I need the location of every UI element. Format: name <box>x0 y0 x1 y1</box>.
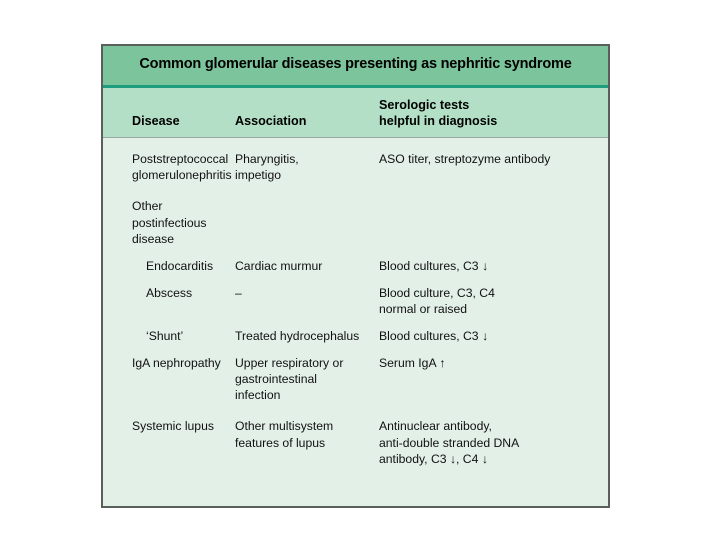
cell-disease: Abscess <box>146 285 193 300</box>
column-header-disease: Disease <box>132 113 180 128</box>
cell-association: – <box>235 285 242 300</box>
table-header-band: Disease Association Serologic tests help… <box>103 87 608 139</box>
cell-disease: Endocarditis <box>146 258 214 273</box>
cell-serologic-tests: ASO titer, streptozyme antibody <box>379 152 551 167</box>
table-title: Common glomerular diseases presenting as… <box>139 56 572 72</box>
column-header-serologic-tests: Serologic tests helpful in diagnosis <box>379 97 498 128</box>
cell-disease: ‘Shunt’ <box>146 329 184 344</box>
table-row: Other postinfectious disease <box>103 198 608 246</box>
table-row: IgA nephropathy Upper respiratory or gast… <box>103 355 608 403</box>
glomerular-disease-table: Common glomerular diseases presenting as… <box>101 44 610 508</box>
cell-disease: Poststreptococcal glomerulonephritis <box>132 152 232 183</box>
cell-serologic-tests: Antinuclear antibody, anti-double strand… <box>379 419 520 466</box>
cell-association: Other multisystem features of lupus <box>235 419 334 450</box>
cell-association: Cardiac murmur <box>235 258 323 273</box>
cell-serologic-tests: Serum IgA ↑ <box>379 356 446 371</box>
cell-serologic-tests: Blood cultures, C3 ↓ <box>379 258 489 273</box>
column-header-row: Disease Association Serologic tests help… <box>103 97 608 130</box>
table-row: Endocarditis Cardiac murmur Blood cultures… <box>103 258 608 274</box>
cell-serologic-tests: Blood cultures, C3 ↓ <box>379 329 489 344</box>
cell-association: Treated hydrocephalus <box>235 329 360 344</box>
table-row: Abscess – Blood culture, C3, C4 normal or … <box>103 285 608 317</box>
cell-association: Upper respiratory or gastrointestinal in… <box>235 356 344 403</box>
table-title-band: Common glomerular diseases presenting as… <box>103 46 608 88</box>
table-row: Systemic lupus Other multisystem features… <box>103 418 608 466</box>
cell-disease: IgA nephropathy <box>132 356 221 371</box>
cell-serologic-tests: Blood culture, C3, C4 normal or raised <box>379 285 495 316</box>
cell-disease: Systemic lupus <box>132 419 214 434</box>
column-header-association: Association <box>235 113 307 128</box>
cell-disease: Other postinfectious disease <box>132 199 207 246</box>
table-row: ‘Shunt’ Treated hydrocephalus Blood cultur… <box>103 328 608 344</box>
cell-association: Pharyngitis, impetigo <box>235 152 299 183</box>
